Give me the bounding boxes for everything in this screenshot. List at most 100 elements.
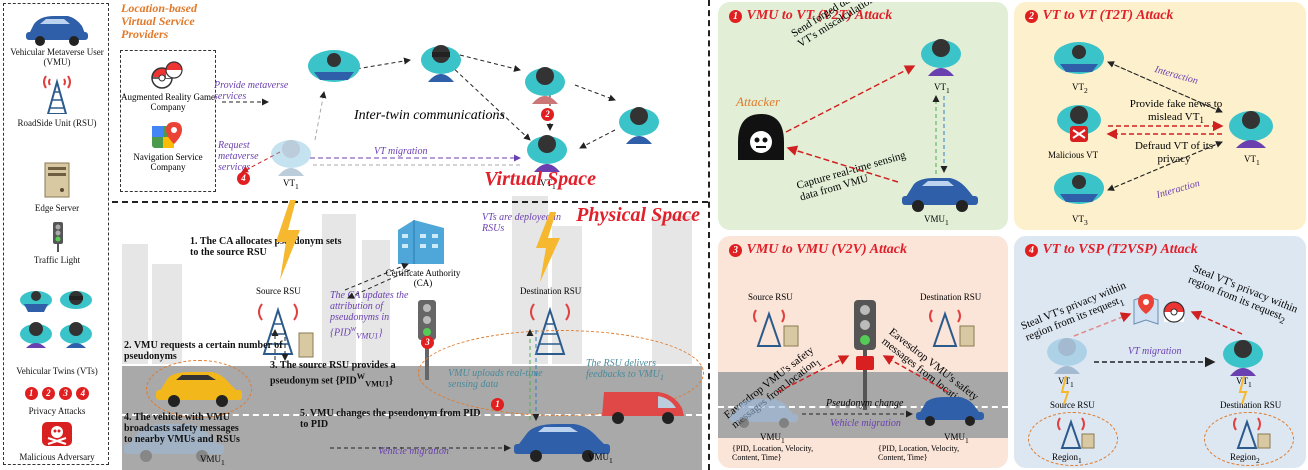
ghost-car-icon: [124, 424, 224, 462]
region1-ellipse: [1028, 412, 1118, 466]
dest-rsu-p3-icon: [929, 309, 975, 347]
p3-arrows: [777, 355, 949, 418]
vt-avatar-female-icon: [525, 67, 565, 104]
attack-badge-2: 2: [41, 387, 55, 400]
attacker-hacker-icon: [738, 114, 784, 160]
fake-news-label: Provide fake news to mislead VT1: [1129, 98, 1223, 126]
panel-t2vsp-attack: 4 VT to VSP (T2VSP) Attack Steal VT's pr…: [1014, 236, 1306, 468]
lightning-left-icon: [276, 200, 300, 280]
attack-badge-3-left: 3: [421, 336, 434, 349]
vt1-avatar-p4-icon: [1223, 340, 1263, 376]
attack-badge-2-left: 2: [541, 108, 554, 121]
step1-label: 1. The CA allocates pseudonym sets to th…: [190, 236, 342, 258]
defraud-label: Defraud VT of its privacy: [1134, 140, 1214, 165]
attack-badge-3: 3: [59, 387, 73, 400]
traffic-light-p3-icon: [854, 300, 876, 410]
attack-badge-1: 1: [24, 387, 38, 400]
vt1-ghost-p4-icon: [1047, 338, 1087, 374]
vehicle-migration-label-p3: Vehicle migration: [830, 418, 901, 429]
inter-twin-label: Inter-twin communications: [354, 108, 505, 123]
region1-label: Region1: [1052, 452, 1082, 465]
legend-panel: Vehicular Metaverse User (VMU) RoadSide …: [3, 3, 109, 465]
source-rsu-p3-icon: [753, 309, 799, 347]
p2-arrows: [1106, 61, 1224, 191]
vt1-label-left: VT1: [283, 178, 299, 191]
vmu-car-icon: [26, 16, 88, 46]
vt2-avatar-icon: [1054, 42, 1104, 74]
vt2-label: VT2: [1072, 82, 1088, 95]
panel3-title: 3 VMU to VMU (V2V) Attack: [728, 242, 907, 258]
step3-label: 3. The source RSU provides a pseudonym s…: [270, 360, 396, 389]
panel4-title: 4 VT to VSP (T2VSP) Attack: [1024, 242, 1198, 258]
source-rsu-label-left: Source RSU: [256, 286, 301, 296]
malicious-vt-label: Malicious VT: [1048, 150, 1099, 160]
vt1-avatar-p1-icon: [921, 39, 961, 76]
traffic-light-center-icon: [418, 300, 436, 380]
virtual-arrows: [222, 54, 616, 173]
map-pin-icon: [152, 122, 182, 148]
step5-label: 5. VMU changes the pseudonym from PID to…: [300, 408, 481, 430]
legend-attack-badges: 1 2 3 4: [4, 387, 110, 400]
vt1-avatar-p2-icon: [1229, 111, 1273, 148]
region2-ellipse: [1204, 412, 1294, 466]
traffic-light-icon: [53, 222, 63, 252]
vmu1-label-p3a: VMU1: [760, 432, 785, 445]
rsu-delivers-label: The RSU delivers feedbacks to VMU1: [586, 358, 665, 382]
vt1-ghost-avatar-icon: [271, 140, 311, 176]
legend-rsu-label: RoadSide Unit (RSU): [17, 118, 97, 128]
panel-t2t-attack: 2 VT to VT (T2T) Attack VT2 Malicious VT…: [1014, 2, 1306, 230]
attack-badge-1-left: 1: [491, 398, 504, 411]
ca-label: Certificate Authority (CA): [385, 268, 461, 288]
source-rsu-label-p4: Source RSU: [1050, 400, 1095, 410]
uploads-label: VMU uploads real-time sensing data: [448, 368, 543, 390]
legend-vts-label: Vehicular Twins (VTs): [16, 366, 98, 376]
lightning-right-icon: [536, 212, 560, 282]
vmu-car-p1-icon: [902, 178, 978, 212]
vmu1-car-p3b-icon: [916, 397, 984, 426]
vt-migration-label-p4: VT migration: [1128, 346, 1182, 357]
vts-deployed-label: VTs are deployed in RSUs: [482, 212, 561, 234]
nav-company-label: Navigation Service Company: [133, 152, 203, 172]
yellow-car-icon: [156, 372, 242, 407]
panel-v2t-attack: 1 VMU to VT (V2T) Attack Attacker Send f…: [718, 2, 1008, 230]
vmu1-car-p3-icon: [730, 399, 798, 428]
malicious-adversary-icon: [42, 422, 72, 446]
vt1-label-p2: VT1: [1244, 154, 1260, 167]
certificate-authority-icon: [398, 220, 444, 264]
rsu-p4b-icon: [1233, 417, 1271, 449]
edge-server-icon: [44, 162, 70, 198]
vmu-label-right: VMU1: [588, 452, 613, 465]
edge-server-icon-left: [298, 332, 314, 358]
request-services-label: Request metaverse services: [218, 140, 259, 173]
attack-badge-4-left: 4: [237, 172, 250, 185]
step4-label: 4. The vehicle with VMU broadcasts safet…: [124, 412, 240, 445]
vmu1-label-p1: VMU1: [924, 214, 949, 227]
p1-arrows: [785, 65, 948, 183]
vehicle-highlight-ellipse: [146, 360, 252, 418]
legend-vmu-label: Vehicular Metaverse User (VMU): [10, 47, 104, 67]
panel1-title: 1 VMU to VT (V2T) Attack: [728, 8, 892, 24]
vt1-label-p1: VT1: [934, 82, 950, 95]
vt3-label: VT3: [1072, 214, 1088, 227]
p4-arrows: [1060, 310, 1248, 405]
vehicular-twins-icon: [20, 291, 92, 348]
vsp-box: [120, 50, 216, 192]
ca-updates-label: The CA updates the attribution of pseudo…: [330, 290, 409, 341]
legend-adversary-label: Malicious Adversary: [19, 452, 95, 462]
region2-label: Region2: [1230, 452, 1260, 465]
virtual-space-title: Virtual Space: [484, 168, 596, 190]
red-van-icon: [602, 392, 684, 424]
panel2-title: 2 VT to VT (T2T) Attack: [1024, 8, 1173, 24]
vt3-avatar-icon: [1054, 172, 1104, 204]
pokeball-icon: [151, 61, 183, 89]
upload-highlight-ellipse: [418, 330, 704, 416]
vsp-icons-p4: [1133, 294, 1185, 325]
attacker-label: Attacker: [736, 94, 781, 109]
vmu-label-left: VMU1: [200, 454, 225, 467]
legend-traffic-label: Traffic Light: [33, 255, 81, 265]
pseudonym-change-label: Pseudonym change: [826, 398, 904, 409]
vmu-car-physical-icon: [514, 424, 610, 462]
legend-attacks-label: Privacy Attacks: [28, 406, 86, 416]
vehicle-migration-label-left: Vehicle migration: [378, 446, 449, 457]
source-rsu-label-p3: Source RSU: [748, 292, 793, 302]
